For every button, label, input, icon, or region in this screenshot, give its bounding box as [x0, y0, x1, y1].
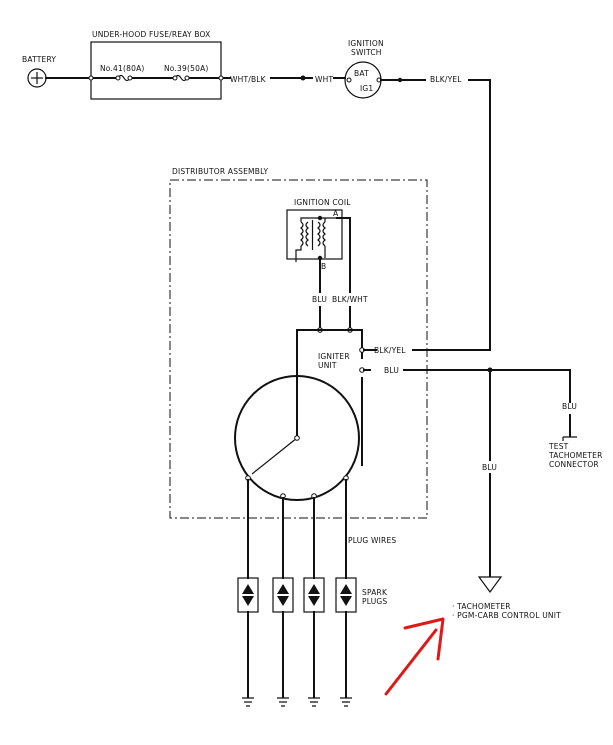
fuse1-label: No.41(80A) [100, 64, 145, 73]
ignition-coil-box [286, 209, 343, 260]
igniter-unit [296, 329, 363, 466]
fuse2-symbol [174, 74, 188, 82]
ignition-switch-label-1: IGNITION [348, 39, 384, 48]
spark-label-2: PLUGS [362, 597, 387, 606]
coil-b-label: B [321, 262, 326, 271]
ground-symbols [242, 697, 352, 707]
fuse-box-label: UNDER-HOOD FUSE/REAY BOX [92, 30, 211, 39]
rotor [251, 437, 298, 475]
distributor-label: DISTRIBUTOR ASSEMBLY [172, 167, 268, 176]
fuse2-label: No.39(50A) [164, 64, 209, 73]
wire-blk-yel [399, 79, 491, 351]
battery-symbol [27, 68, 47, 88]
fuse1-symbol [117, 74, 131, 82]
igniter-label-2: UNIT [318, 361, 337, 370]
ignition-coil-label: IGNITION COIL [294, 198, 351, 207]
spark-plugs [237, 577, 357, 613]
tach-arrow [477, 576, 503, 594]
pgm-carb-label: · PGM-CARB CONTROL UNIT [452, 611, 561, 620]
coil-a-label: A [333, 209, 339, 218]
fuse-box [90, 41, 222, 100]
plug-wires-label: PLUG WIRES [348, 536, 396, 545]
blu-coil-label: BLU [312, 295, 327, 304]
plug-wires [247, 479, 347, 579]
test-connector-symbol [562, 436, 577, 441]
blu-tach-label: BLU [482, 463, 497, 472]
wire-blu-signal [403, 369, 571, 403]
blu-test-label: BLU [562, 402, 577, 411]
blk-wht-label: BLK/WHT [332, 295, 368, 304]
igniter-label-1: IGNITER [318, 352, 350, 361]
test-label-2: TACHOMETER [548, 451, 603, 460]
blk-yel-top-label: BLK/YEL [430, 75, 462, 84]
wht-blk-label: WHT/BLK [230, 75, 267, 84]
distributor-assembly-box [169, 179, 428, 519]
wire-coil-a [336, 217, 351, 293]
ground-leads [247, 611, 347, 698]
test-label-3: CONNECTOR [549, 460, 599, 469]
ig1-label: IG1 [360, 84, 373, 93]
blu-igniter-label: BLU [384, 366, 399, 375]
distributor-cap [234, 375, 360, 501]
bat-label: BAT [354, 69, 369, 78]
wht-label: WHT [315, 75, 333, 84]
battery-label: BATTERY [22, 55, 56, 64]
spark-label-1: SPARK [362, 588, 388, 597]
coil-windings [295, 217, 337, 262]
test-label-1: TEST [548, 442, 569, 451]
blk-yel-igniter-label: BLK/YEL [374, 346, 406, 355]
tachometer-label: · TACHOMETER [452, 602, 511, 611]
annotation-arrow [384, 617, 445, 696]
ignition-switch-label-2: SWITCH [351, 48, 382, 57]
